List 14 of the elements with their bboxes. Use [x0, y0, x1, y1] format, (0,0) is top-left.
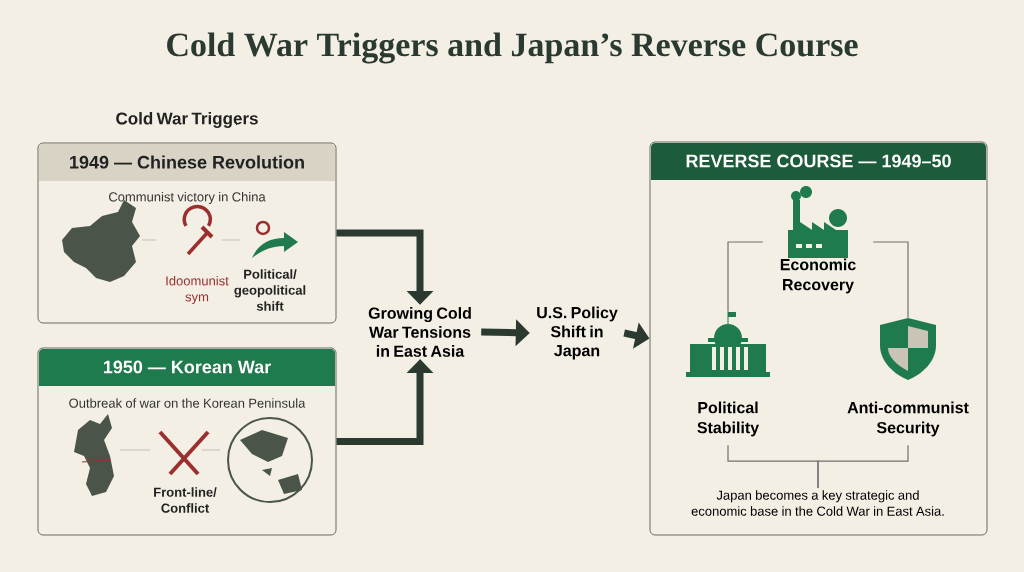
icon-caption: Idoomunist sym: [166, 275, 229, 305]
icon-caption: Political/ geopolitical shift: [234, 269, 306, 311]
flow-label: Growing Cold War Tensions in East Asia: [368, 307, 471, 357]
icon-label: Anti-communist Security: [847, 401, 969, 437]
connector-line: [817, 444, 909, 489]
summary-text: Japan becomes a key strategic and economic base in the Cold War in East Asia.: [691, 490, 944, 516]
icon-label: Political Stability: [697, 401, 760, 437]
flow-label: U.S. Policy Shift in Japan: [537, 306, 618, 360]
title: Cold War Triggers and Japan’s Reverse Course: [167, 32, 858, 64]
icon-caption: Front-line/ Conflict: [154, 487, 217, 513]
connector-line: [727, 241, 764, 313]
arrow: [336, 229, 434, 305]
connector-line: [872, 241, 909, 319]
icon-label: Economic Recovery: [780, 258, 856, 294]
